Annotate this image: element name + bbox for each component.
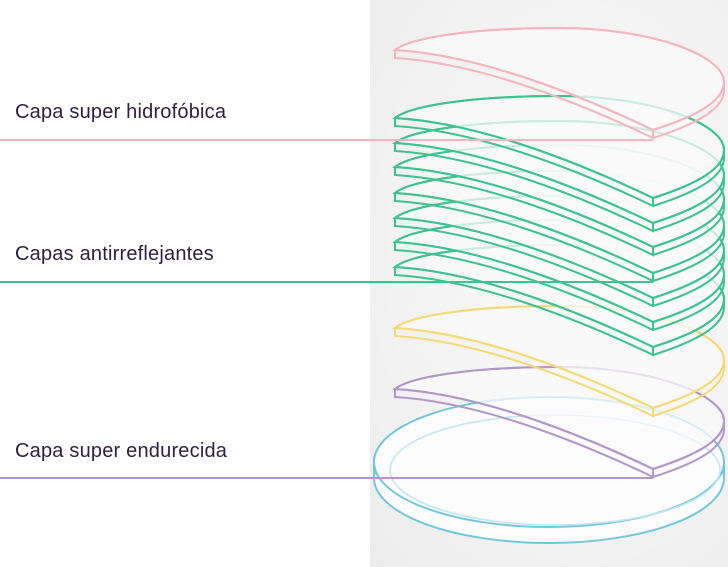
hydrophobic-layer-label: Capa super hidrofóbica [15,101,227,123]
hardened-layer-label: Capa super endurecida [15,440,228,462]
antireflective-layers-label: Capas antirreflejantes [15,243,214,265]
